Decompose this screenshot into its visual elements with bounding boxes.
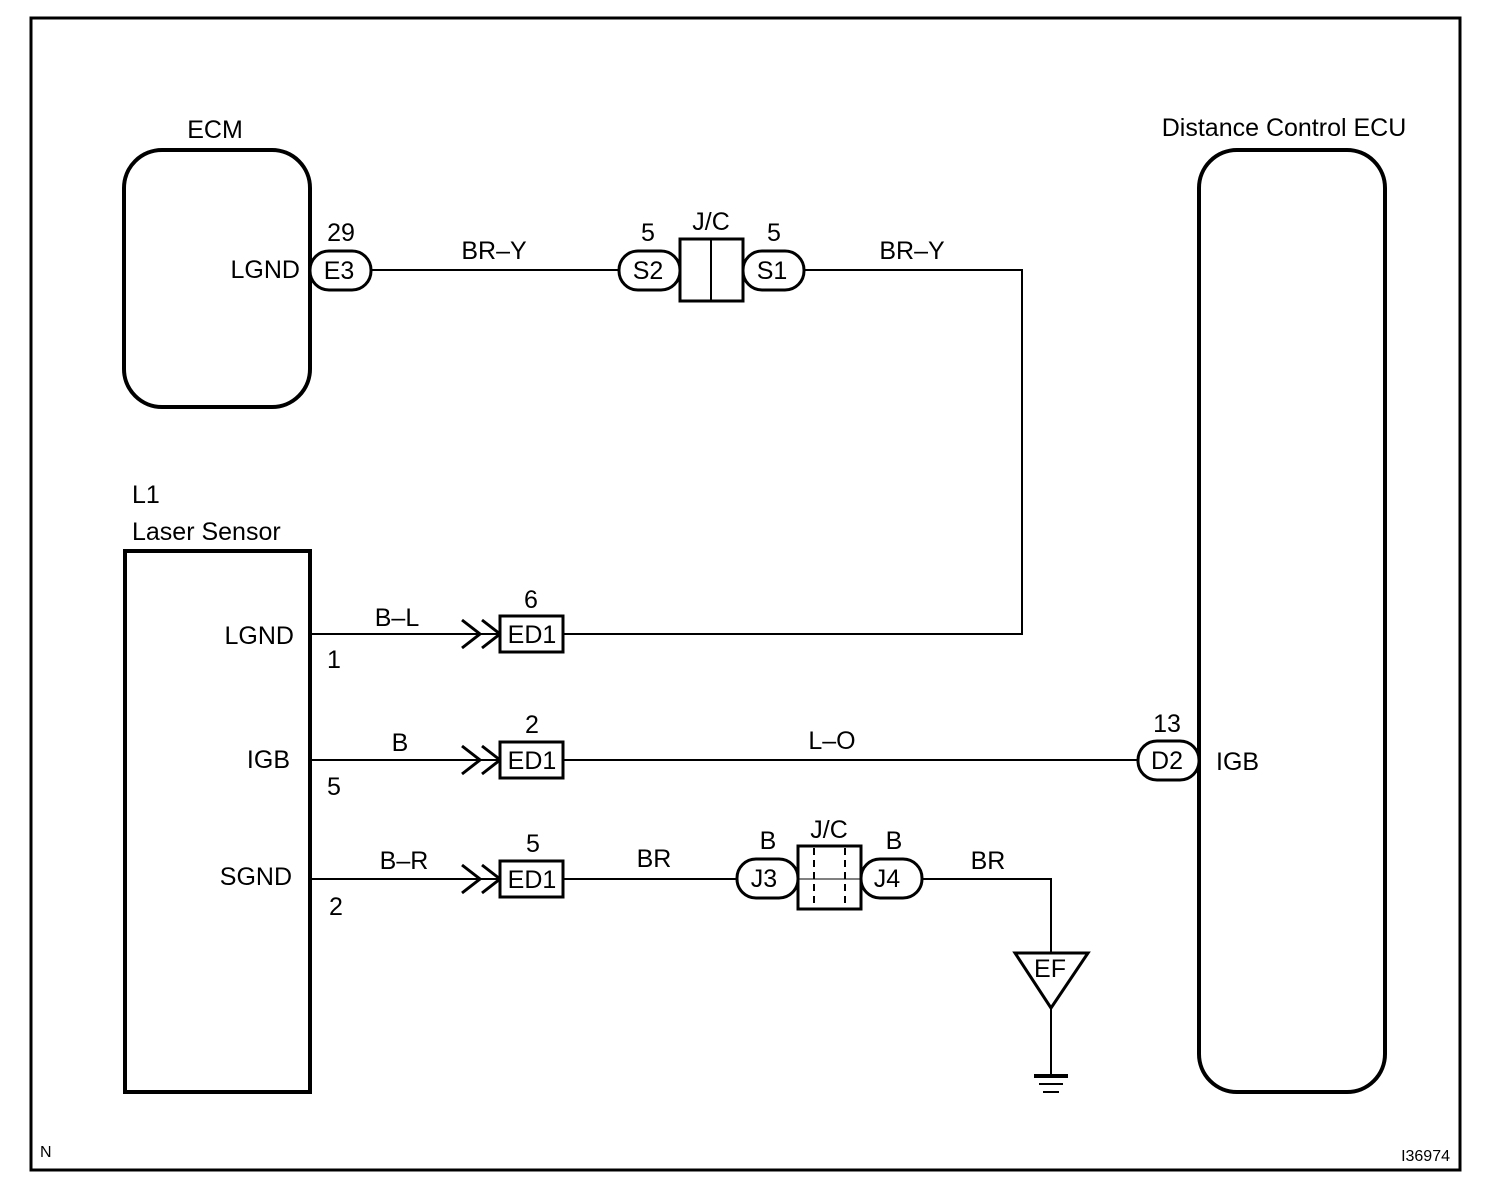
ed1-code: ED1 <box>508 866 557 894</box>
e3-code: E3 <box>324 257 355 285</box>
jc-bottom-label: J/C <box>810 816 848 844</box>
diagram-frame <box>29 16 1462 1172</box>
sensor-pin-sgnd: SGND <box>220 863 292 891</box>
jc-bottom-box <box>796 844 863 911</box>
plug-arrow-icon <box>461 863 483 895</box>
wire-color-jc-to-ground: BR <box>971 847 1006 875</box>
ed1-pin-number: 5 <box>526 830 540 858</box>
junction-connector-bottom: J/C B J3 B J4 <box>735 816 924 911</box>
wire-color-sgnd: B–R <box>380 847 429 875</box>
wire-color-ecm-to-jc: BR–Y <box>461 237 527 265</box>
ground-point: EF <box>1012 951 1091 1093</box>
ed1-pin-number: 2 <box>525 711 539 739</box>
e3-pin-number: 29 <box>327 219 355 247</box>
row-sgnd: B–R 5 ED1 BR <box>310 830 737 899</box>
wire-color-sgnd-to-jc: BR <box>637 845 672 873</box>
s2-code: S2 <box>633 257 664 285</box>
ed1-code: ED1 <box>508 621 557 649</box>
laser-sensor-id: L1 <box>132 481 160 509</box>
sensor-pin-sgnd-number: 2 <box>329 893 343 921</box>
plug-arrow-icon <box>461 744 483 776</box>
wire-color-lgnd: B–L <box>375 604 420 632</box>
laser-sensor: L1 Laser Sensor LGND 1 IGB 5 SGND 2 <box>123 481 343 1094</box>
wire-jc-to-ground <box>922 878 1052 953</box>
j4-pin: B <box>886 827 903 855</box>
row-lgnd: B–L 6 ED1 <box>310 586 565 654</box>
wire-color-igb: B <box>392 729 409 757</box>
connector-e3: 29 E3 <box>308 219 373 292</box>
ecu-title: Distance Control ECU <box>1162 114 1407 142</box>
jc-top-label: J/C <box>692 208 730 236</box>
ecu-pin-label: IGB <box>1216 748 1259 776</box>
sensor-pin-lgnd: LGND <box>225 622 294 650</box>
corner-note: N <box>40 1144 52 1161</box>
wire-color-igb-to-ecu: L–O <box>808 727 855 755</box>
j3-code: J3 <box>751 865 777 893</box>
s1-code: S1 <box>757 257 788 285</box>
d2-oval <box>1136 739 1201 782</box>
ed1-code: ED1 <box>508 747 557 775</box>
ecm-component: ECM LGND <box>122 116 312 409</box>
figure-id: I36974 <box>1401 1148 1450 1165</box>
junction-connector-top: J/C 5 S2 5 S1 <box>617 208 806 303</box>
sensor-pin-igb-number: 5 <box>327 773 341 801</box>
j4-code: J4 <box>874 865 901 893</box>
d2-code: D2 <box>1151 747 1183 775</box>
plug-arrow-icon <box>461 618 483 650</box>
sensor-pin-igb: IGB <box>247 746 290 774</box>
ed1-box <box>498 614 565 654</box>
ed1-pin-number: 6 <box>524 586 538 614</box>
ground-triangle-icon <box>1012 951 1091 1011</box>
ecm-pin-label: LGND <box>231 256 300 284</box>
d2-pin-number: 13 <box>1153 710 1181 738</box>
ed1-box <box>498 740 565 780</box>
ground-label: EF <box>1034 955 1066 983</box>
s1-pin-number: 5 <box>767 219 781 247</box>
laser-sensor-box <box>123 549 312 1094</box>
sensor-pin-lgnd-number: 1 <box>327 646 341 674</box>
distance-control-ecu: Distance Control ECU IGB <box>1162 114 1407 1094</box>
laser-sensor-title: Laser Sensor <box>132 518 281 546</box>
wire-jc-to-lgnd <box>563 269 1023 635</box>
ecu-box <box>1197 148 1387 1094</box>
ecm-title: ECM <box>187 116 243 144</box>
j3-pin: B <box>760 827 777 855</box>
row-igb: B 2 ED1 L–O 13 D2 <box>310 710 1201 782</box>
s2-pin-number: 5 <box>641 219 655 247</box>
wire-color-jc-to-ecu: BR–Y <box>879 237 945 265</box>
